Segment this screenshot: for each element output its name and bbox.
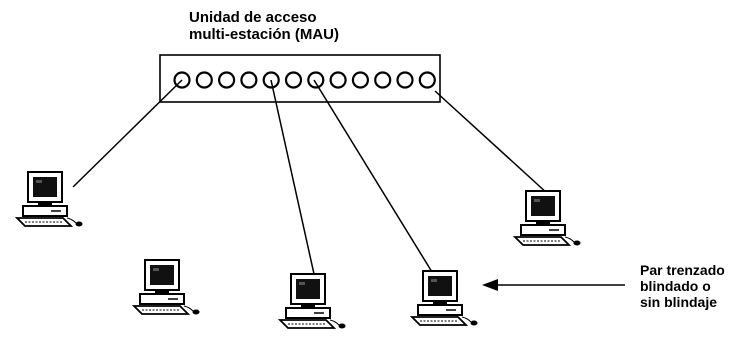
mau-port-12 — [418, 71, 436, 89]
cables — [72, 79, 549, 286]
cable-to-computer-1 — [72, 79, 183, 188]
computer-5-icon — [512, 190, 581, 246]
mau-port-9 — [351, 71, 369, 89]
mau-ports — [173, 71, 436, 89]
mau-port-4 — [240, 71, 258, 89]
mau-port-11 — [396, 71, 414, 89]
mau-port-10 — [374, 71, 392, 89]
computer-1-icon — [14, 171, 83, 227]
mau-port-2 — [195, 71, 213, 89]
mau-port-8 — [329, 71, 347, 89]
cable-label-line-2: blindado o — [640, 278, 711, 295]
mau-unit — [159, 54, 441, 103]
mau-port-7 — [307, 71, 325, 89]
cable-label-line-3: sin blindaje — [640, 294, 718, 311]
mau-label-line-2: multi-estación (MAU) — [189, 26, 339, 44]
cable-label-line-1: Par trenzado — [640, 262, 725, 278]
mau-label: Unidad de acceso multi-estación (MAU) — [189, 9, 339, 44]
computers — [14, 171, 581, 329]
cable-to-computer-3 — [270, 79, 317, 284]
computer-4-icon — [409, 270, 478, 326]
mau-label-line-1: Unidad de acceso — [189, 9, 317, 26]
cable-type-label: Par trenzado blindado o sin blindaje — [640, 262, 725, 310]
cable-to-computer-5 — [434, 90, 549, 195]
cable-to-computer-4 — [313, 79, 441, 286]
computer-3-icon — [277, 273, 346, 329]
computer-2-icon — [131, 259, 200, 315]
mau-port-3 — [218, 71, 236, 89]
cable-callout-arrow — [482, 279, 625, 291]
mau-port-6 — [284, 71, 303, 89]
